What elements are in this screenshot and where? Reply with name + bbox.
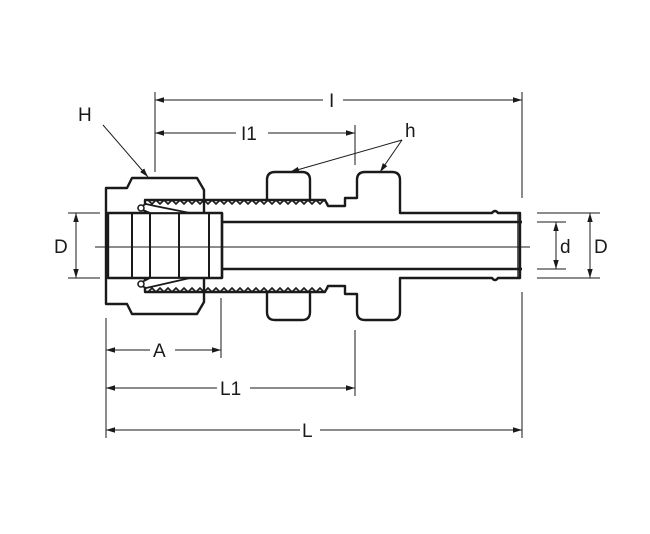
label-D-right: D — [594, 237, 608, 258]
thread-bottom — [147, 286, 329, 294]
label-I1: I1 — [241, 124, 257, 145]
label-I: I — [329, 91, 334, 112]
label-L1: L1 — [220, 379, 241, 400]
fitting-body — [147, 170, 522, 322]
thread-top — [147, 198, 329, 206]
label-H: H — [78, 105, 92, 126]
label-d: d — [560, 237, 571, 258]
label-A: A — [153, 341, 166, 362]
tube-and-ferrules — [106, 203, 522, 289]
label-h: h — [405, 121, 416, 142]
dimension-lines — [73, 97, 593, 433]
label-L: L — [302, 421, 313, 442]
label-D-left: D — [54, 237, 68, 258]
bulkhead-nut — [265, 170, 312, 322]
